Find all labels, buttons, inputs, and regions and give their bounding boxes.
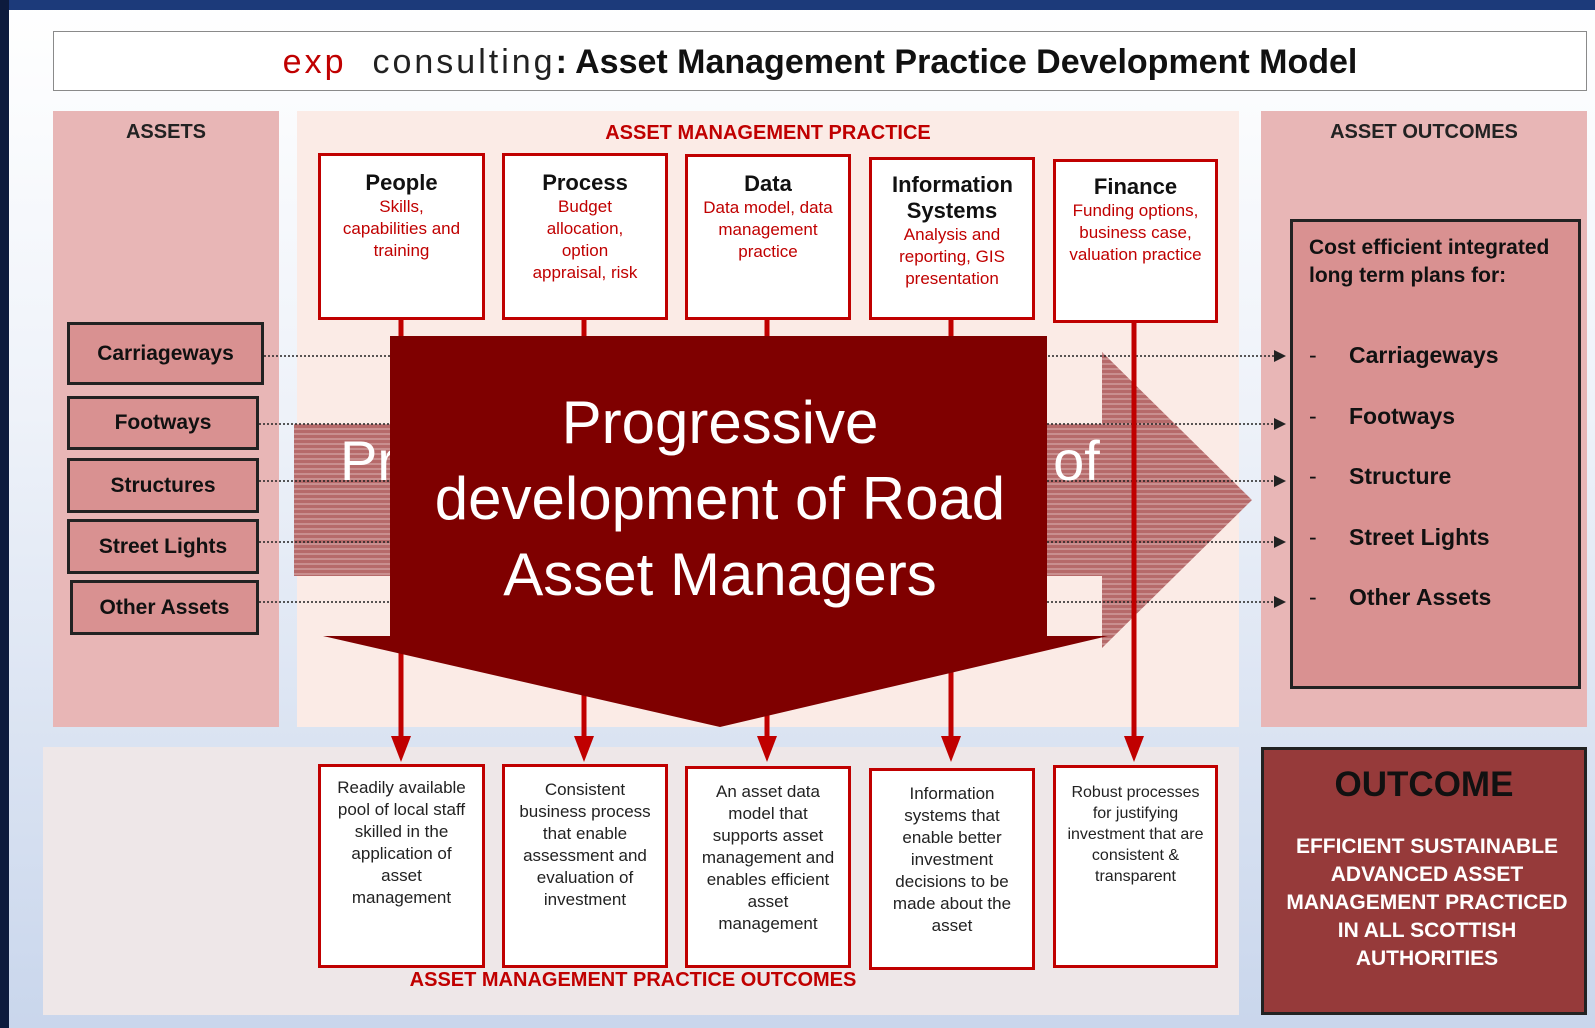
left-bar <box>0 0 9 1028</box>
practice-desc: Skills, capabilities and training <box>342 197 461 260</box>
arrowhead <box>1274 536 1286 548</box>
practice-title: Process <box>542 170 628 195</box>
flow-arrowhead <box>757 736 777 762</box>
asset-box-carriageways: Carriageways <box>67 322 264 385</box>
arrowhead <box>1274 596 1286 608</box>
brand-consulting: consulting <box>372 43 556 81</box>
central-arrow-text: Progressive development of Road Asset Ma… <box>434 389 1006 608</box>
practice-box-data: Data Data model, data management practic… <box>685 154 851 320</box>
plans-item-label: Carriageways <box>1349 342 1499 368</box>
asset-box-street-lights: Street Lights <box>67 519 259 574</box>
flow-arrowhead <box>574 736 594 762</box>
practice-title: Data <box>744 171 792 196</box>
outcome-box: OUTCOME EFFICIENT SUSTAINABLE ADVANCED A… <box>1261 747 1587 1015</box>
practice-title: Information Systems <box>892 172 1013 223</box>
asset-box-footways: Footways <box>67 396 259 450</box>
plans-item-dash: - <box>1309 403 1317 429</box>
flow-arrowhead <box>1124 736 1144 762</box>
plans-intro: Cost efficient integrated long term plan… <box>1309 236 1550 287</box>
plans-item: - Footways <box>1309 403 1455 430</box>
arrow-text-left: Pr <box>340 429 396 492</box>
plans-item-dash: - <box>1309 524 1317 550</box>
arrowhead <box>1274 475 1286 487</box>
plans-item-label: Street Lights <box>1349 524 1490 550</box>
plans-item: - Street Lights <box>1309 524 1490 551</box>
practice-title: Finance <box>1093 174 1178 199</box>
plans-item-label: Footways <box>1349 403 1456 429</box>
plans-item-dash: - <box>1309 463 1317 489</box>
outcomes-header: ASSET OUTCOMES <box>1330 121 1518 143</box>
practice-box-people: People Skills, capabilities and training <box>318 153 485 320</box>
practice-desc: Data model, data management practice <box>703 198 833 261</box>
practice-desc: Funding options, business case, valuatio… <box>1069 201 1202 264</box>
brand-exp: exp <box>282 43 347 81</box>
practice-outcomes-header: ASSET MANAGEMENT PRACTICE OUTCOMES <box>409 969 857 991</box>
flow-arrowhead <box>391 736 411 762</box>
practice-title: People <box>365 170 438 195</box>
assets-header: ASSETS <box>125 121 207 143</box>
asset-box-other-assets: Other Assets <box>70 580 259 635</box>
practice-outcome-box: An asset data model that supports asset … <box>685 766 851 968</box>
outcome-title: OUTCOME <box>1334 765 1514 804</box>
top-bar <box>0 0 1595 10</box>
practice-outcome-box: Information systems that enable better i… <box>869 768 1035 970</box>
practice-desc: Analysis and reporting, GIS presentation <box>899 225 1005 288</box>
plans-item-label: Structure <box>1349 463 1452 489</box>
plans-item: - Other Assets <box>1309 584 1491 611</box>
arrowhead <box>1274 350 1286 362</box>
practice-header: ASSET MANAGEMENT PRACTICE <box>605 122 931 144</box>
plans-item-dash: - <box>1309 584 1317 610</box>
practice-outcome-box: Consistent business process that enable … <box>502 764 668 968</box>
practice-box-information-systems: Information Systems Analysis and reporti… <box>869 157 1035 320</box>
title-main: : Asset Management Practice Development … <box>555 43 1358 81</box>
arrowhead <box>1274 418 1286 430</box>
outcome-desc: EFFICIENT SUSTAINABLE ADVANCED ASSET MAN… <box>1286 835 1568 970</box>
plans-item-label: Other Assets <box>1349 584 1492 610</box>
practice-box-finance: Finance Funding options, business case, … <box>1053 159 1218 323</box>
flow-arrowhead <box>941 736 961 762</box>
plans-item-dash: - <box>1309 342 1317 368</box>
practice-desc: Budget allocation, option appraisal, ris… <box>532 197 638 282</box>
practice-box-process: Process Budget allocation, option apprai… <box>502 153 668 320</box>
long-term-plans-box: Cost efficient integrated long term plan… <box>1290 219 1581 689</box>
plans-item: - Carriageways <box>1309 342 1499 369</box>
slide-title: exp consulting: Asset Management Practice… <box>53 31 1587 91</box>
practice-outcome-box: Robust processes for justifying investme… <box>1053 765 1218 968</box>
practice-outcome-box: Readily available pool of local staff sk… <box>318 764 485 968</box>
plans-item: - Structure <box>1309 463 1451 490</box>
central-down-arrow <box>323 336 1108 727</box>
asset-box-structures: Structures <box>67 458 259 513</box>
